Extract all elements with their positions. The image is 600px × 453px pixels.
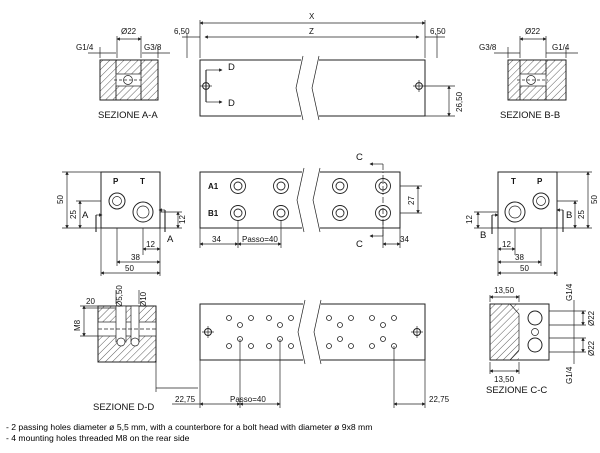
dim-diameter-10: Ø10: [139, 291, 148, 307]
cut-b-left: B: [480, 230, 486, 241]
section-aa-title: SEZIONE A-A: [98, 110, 158, 121]
dim-thread-g14-cc-bottom: G1/4: [565, 366, 574, 384]
dim-27: 27: [407, 196, 416, 205]
dim-diameter-550: Ø5,50: [115, 285, 124, 307]
dim-1350-top: 13,50: [494, 286, 515, 295]
dim-25-right-vert: 25: [577, 210, 586, 219]
drawing-labels: Ø22 G1/4 G3/8 SEZIONE A-A X Z 6,50 6,50 …: [56, 12, 599, 413]
dim-thread-g38-aa: G3/8: [144, 43, 162, 52]
dim-2275-left: 22,75: [175, 395, 196, 404]
dim-thread-g14-bb: G1/4: [552, 43, 570, 52]
dim-50-left: 50: [125, 264, 134, 273]
dim-diameter-bb: Ø22: [525, 27, 541, 36]
dim-34-right: 34: [400, 235, 409, 244]
dim-thread-m8: M8: [73, 319, 82, 331]
note-passing-holes: - 2 passing holes diameter ø 5,5 mm, wit…: [6, 422, 373, 432]
dim-diameter-cc-top: Ø22: [587, 310, 596, 326]
dim-38-right: 38: [515, 253, 524, 262]
port-p-left: P: [113, 177, 119, 186]
section-bb-title: SEZIONE B-B: [500, 110, 560, 121]
dim-12-left: 12: [146, 240, 155, 249]
dim-height-2650: 26,50: [455, 91, 464, 112]
front-view-middle: [199, 162, 422, 248]
dim-z: Z: [309, 27, 314, 36]
dim-diameter-cc-bottom: Ø22: [587, 340, 596, 356]
cut-c-lower: C: [356, 239, 363, 250]
port-p-right: P: [537, 177, 543, 186]
dim-thread-g14-aa: G1/4: [76, 43, 94, 52]
dim-offset-right: 6,50: [430, 27, 446, 36]
side-view-left: [62, 171, 182, 276]
front-view-bottom: [172, 299, 426, 408]
section-bb-view: [494, 36, 578, 101]
dim-thread-g38-bb: G3/8: [479, 43, 497, 52]
cut-b-right: B: [566, 210, 572, 221]
dim-pitch-bottom: Passo=40: [230, 395, 266, 404]
cut-c-upper: C: [356, 152, 363, 163]
dim-height-50-left: 50: [56, 195, 65, 204]
row-label-b1: B1: [208, 209, 219, 218]
section-cc-title: SEZIONE C-C: [486, 385, 547, 396]
dim-12-left-vert: 12: [178, 215, 187, 224]
section-dd-view: [80, 290, 198, 392]
note-mounting-holes: - 4 mounting holes threaded M8 on the re…: [6, 433, 190, 443]
front-view-top: [182, 20, 455, 121]
dim-12-right: 12: [502, 240, 511, 249]
cut-a-left: A: [82, 210, 89, 221]
section-aa-view: [88, 36, 170, 101]
dim-38-left: 38: [131, 253, 140, 262]
port-t-left: T: [140, 177, 145, 186]
cut-a-right: A: [167, 234, 174, 245]
section-dd-title: SEZIONE D-D: [93, 402, 154, 413]
dim-offset-left: 6,50: [174, 27, 190, 36]
cut-d-upper: D: [228, 62, 235, 73]
row-label-a1: A1: [208, 182, 219, 191]
side-view-right: [474, 171, 592, 276]
section-cc-view: [489, 295, 586, 374]
port-t-right: T: [511, 177, 516, 186]
dim-pitch-middle: Passo=40: [242, 235, 278, 244]
dim-thread-g14-cc-top: G1/4: [565, 283, 574, 301]
dim-2275-right: 22,75: [429, 395, 450, 404]
dim-diameter-aa: Ø22: [121, 27, 137, 36]
dim-x: X: [309, 12, 315, 21]
dim-20: 20: [86, 297, 95, 306]
dim-12-right-vert: 12: [465, 215, 474, 224]
dim-34-left: 34: [212, 235, 221, 244]
drawing-notes: - 2 passing holes diameter ø 5,5 mm, wit…: [6, 422, 372, 444]
dim-25-left: 25: [69, 210, 78, 219]
cut-d-lower: D: [228, 98, 235, 109]
dim-50-right-vert: 50: [590, 195, 599, 204]
dim-1350-bottom: 13,50: [494, 375, 515, 384]
dim-50-right: 50: [520, 264, 529, 273]
